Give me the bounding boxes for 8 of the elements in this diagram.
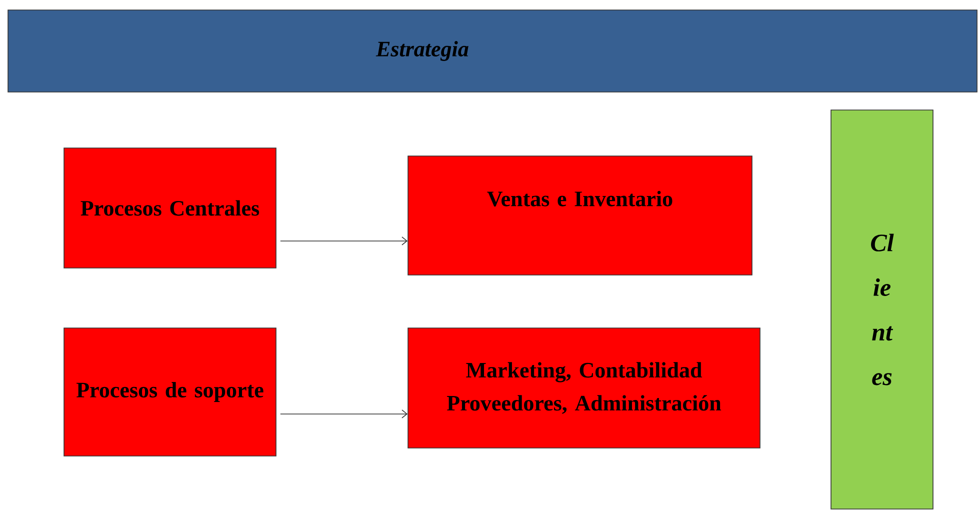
strategy-band: Estrategia <box>8 10 978 92</box>
arrow <box>280 236 408 246</box>
process-box: Procesos de soporte <box>64 328 276 456</box>
process-box: Procesos Centrales <box>64 148 276 268</box>
arrow <box>280 410 408 418</box>
process-box: Marketing, Contabilidad Proveedores, Administración <box>408 328 760 448</box>
client-bar: Clientes <box>830 110 934 510</box>
process-box: Ventas e Inventario <box>408 156 752 276</box>
